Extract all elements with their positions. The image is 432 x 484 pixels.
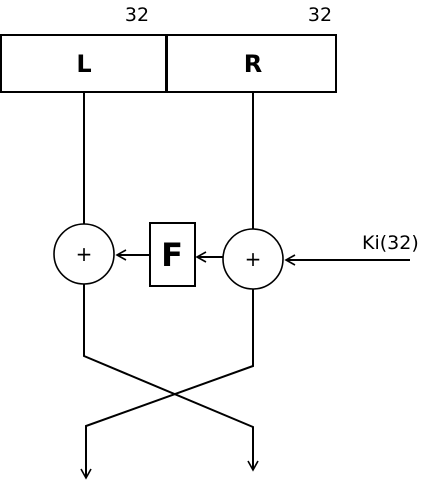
left-half-box bbox=[0, 34, 168, 93]
right-output-cross-wire bbox=[80, 289, 254, 480]
left-half-label: L bbox=[76, 50, 91, 78]
right-bits-label: 32 bbox=[308, 4, 332, 26]
xor-left-symbol: + bbox=[76, 242, 93, 266]
right-half-box bbox=[166, 34, 337, 93]
left-bits-label: 32 bbox=[125, 4, 149, 26]
round-function-box bbox=[149, 222, 196, 287]
right-half-label: R bbox=[244, 50, 262, 78]
round-function-label: F bbox=[161, 236, 183, 274]
xor-right-symbol: + bbox=[245, 247, 262, 271]
left-output-cross-wire bbox=[83, 284, 259, 472]
subkey-label: Ki(32) bbox=[362, 232, 419, 254]
